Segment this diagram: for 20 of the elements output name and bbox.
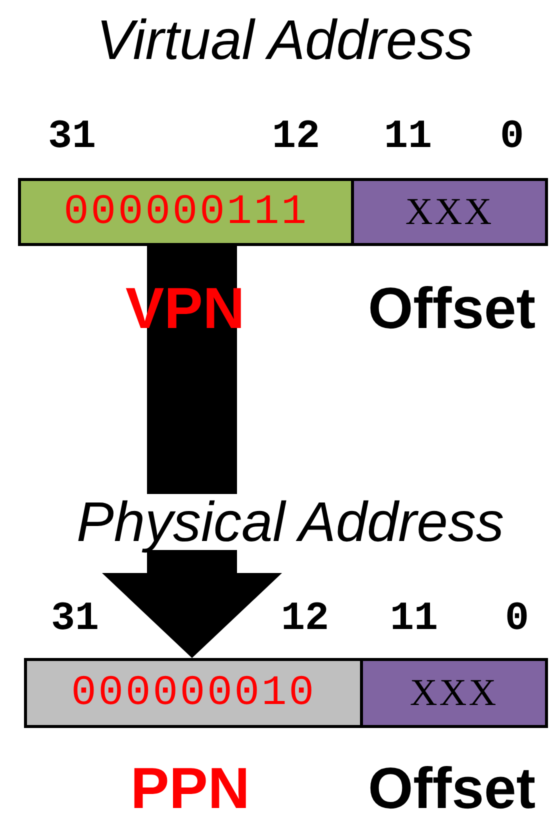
field-value: XXX [405,190,494,234]
bit-number: 31 [51,600,100,640]
field-name: Offset [368,760,536,815]
field-value: 000000010 [71,669,316,717]
bit-number: 11 [384,118,432,158]
field-box [18,178,354,246]
bit-number: 11 [390,600,438,640]
field-box [360,658,548,728]
arrow [102,246,282,658]
field-value: XXX [410,671,498,715]
bit-number: 0 [505,600,530,640]
field-box [24,658,363,728]
bit-number: 12 [281,600,330,640]
bit-number: 31 [48,118,96,158]
field-box [351,178,548,246]
field-name: Offset [368,280,536,338]
bit-number: 12 [272,118,320,158]
field-value: 000000111 [64,188,308,236]
field-name: PPN [130,760,250,815]
bit-number: 0 [500,118,524,158]
